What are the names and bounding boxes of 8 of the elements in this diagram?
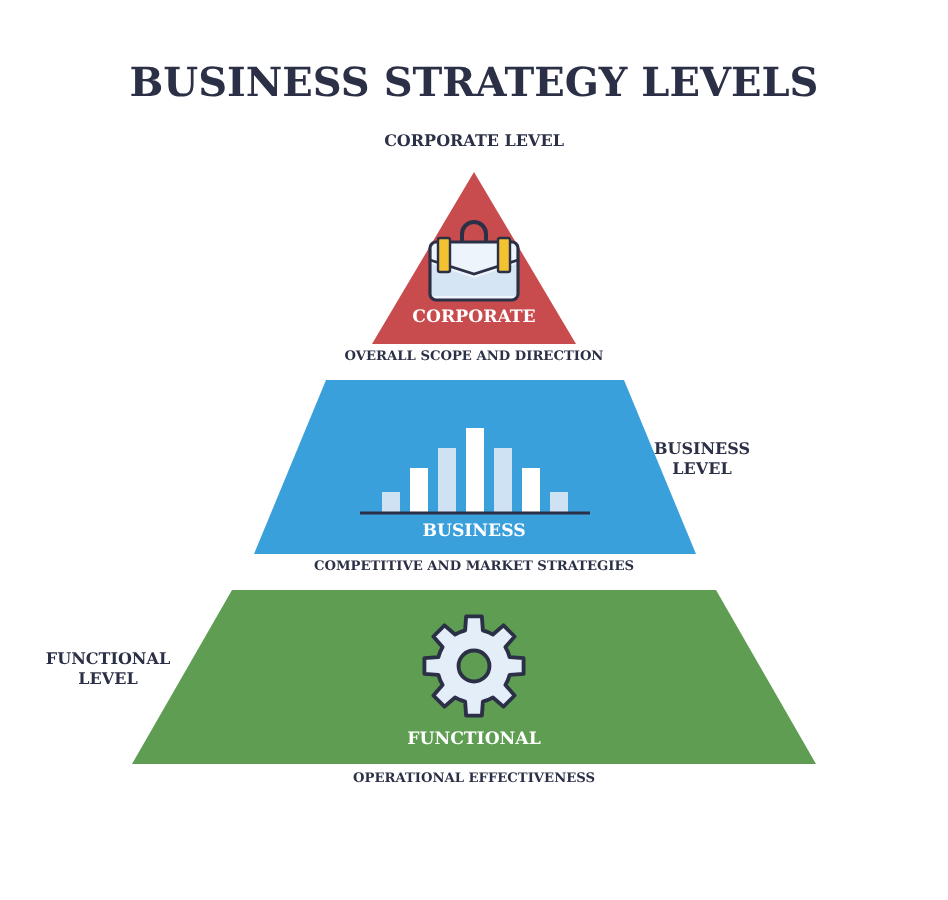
tier-label: BUSINESS: [422, 522, 526, 543]
title: BUSINESS STRATEGY LEVELS: [129, 58, 819, 106]
tier-label: CORPORATE: [412, 308, 536, 329]
pyramid-top-tier: [372, 172, 576, 344]
level-label: CORPORATE LEVEL: [384, 132, 564, 152]
level-label: FUNCTIONAL LEVEL: [45, 650, 171, 689]
tier-label: FUNCTIONAL: [407, 730, 541, 751]
level-label: BUSINESS LEVEL: [653, 440, 751, 479]
